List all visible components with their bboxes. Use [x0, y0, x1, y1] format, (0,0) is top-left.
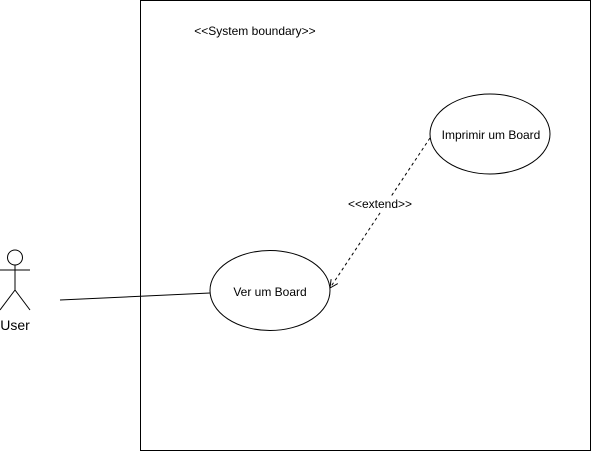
actor-right-leg: [14, 289, 31, 311]
extend-label-bg: [344, 196, 416, 211]
system-boundary[interactable]: [140, 0, 591, 451]
use-case-ver-um-board[interactable]: [209, 250, 331, 331]
use-case-imprimir-um-board[interactable]: [429, 93, 551, 175]
use-case-ver-um-board-label: Ver um Board: [233, 285, 306, 299]
actor-left-leg: [0, 289, 16, 311]
extend-label: <<extend>>: [348, 197, 412, 211]
actor-label: User: [0, 317, 30, 333]
association-line[interactable]: [59, 292, 211, 301]
system-boundary-label: <<System boundary>>: [194, 24, 315, 38]
actor-user[interactable]: [0, 249, 31, 311]
use-case-imprimir-um-board-label: Imprimir um Board: [442, 128, 541, 142]
extend-relationship-line[interactable]: [330, 137, 431, 288]
actor-head: [7, 249, 23, 266]
